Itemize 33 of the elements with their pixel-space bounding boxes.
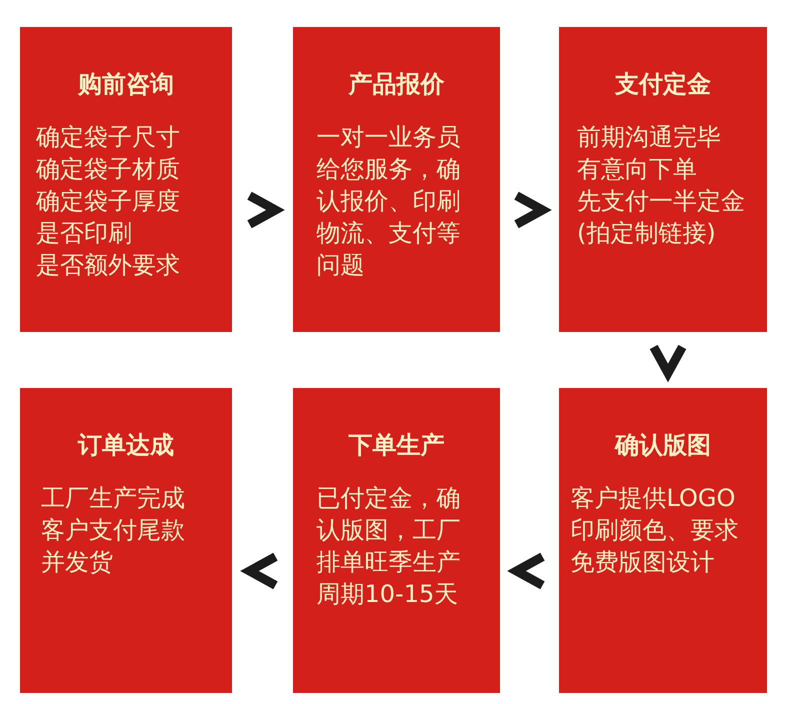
step-description: 客户支付尾款 <box>41 515 186 546</box>
step-description: 客户提供LOGO <box>570 483 736 514</box>
step-description: 并发货 <box>41 547 114 578</box>
chevron-arrow <box>507 552 545 590</box>
chevron-arrow <box>650 344 686 382</box>
step-description: 有意向下单 <box>577 154 698 185</box>
step-description: 印刷颜色、要求 <box>570 515 740 546</box>
step-box <box>293 27 500 332</box>
step-title: 下单生产 <box>348 430 444 461</box>
step-title: 产品报价 <box>348 69 444 100</box>
step-description: 确定袋子尺寸 <box>36 122 181 153</box>
step-description: 先支付一半定金(拍定制链接) <box>577 186 746 249</box>
chevron-arrow <box>247 192 285 228</box>
step-title: 确认版图 <box>615 430 711 461</box>
step-box <box>559 27 767 332</box>
step-description: 是否印刷 <box>36 218 133 249</box>
step-description: 确定袋子材质 <box>36 154 181 185</box>
chevron-arrow <box>240 552 278 590</box>
chevron-arrow <box>514 192 552 228</box>
step-description: 确定袋子厚度 <box>36 186 181 217</box>
step-title: 订单达成 <box>78 430 174 461</box>
step-title: 购前咨询 <box>78 69 174 100</box>
step-box <box>20 27 232 332</box>
step-title: 支付定金 <box>615 69 711 100</box>
step-description: 工厂生产完成 <box>41 483 186 514</box>
step-description: 一对一业务员给您服务，确认报价、印刷物流、支付等问题 <box>316 122 462 281</box>
step-box <box>559 388 767 693</box>
step-description: 已付定金，确认版图，工厂排单旺季生产周期10-15天 <box>316 483 462 610</box>
step-box <box>293 388 500 693</box>
step-description: 免费版图设计 <box>570 547 716 578</box>
step-box <box>20 388 232 693</box>
step-description: 前期沟通完毕 <box>577 122 722 153</box>
step-description: 是否额外要求 <box>36 250 181 281</box>
